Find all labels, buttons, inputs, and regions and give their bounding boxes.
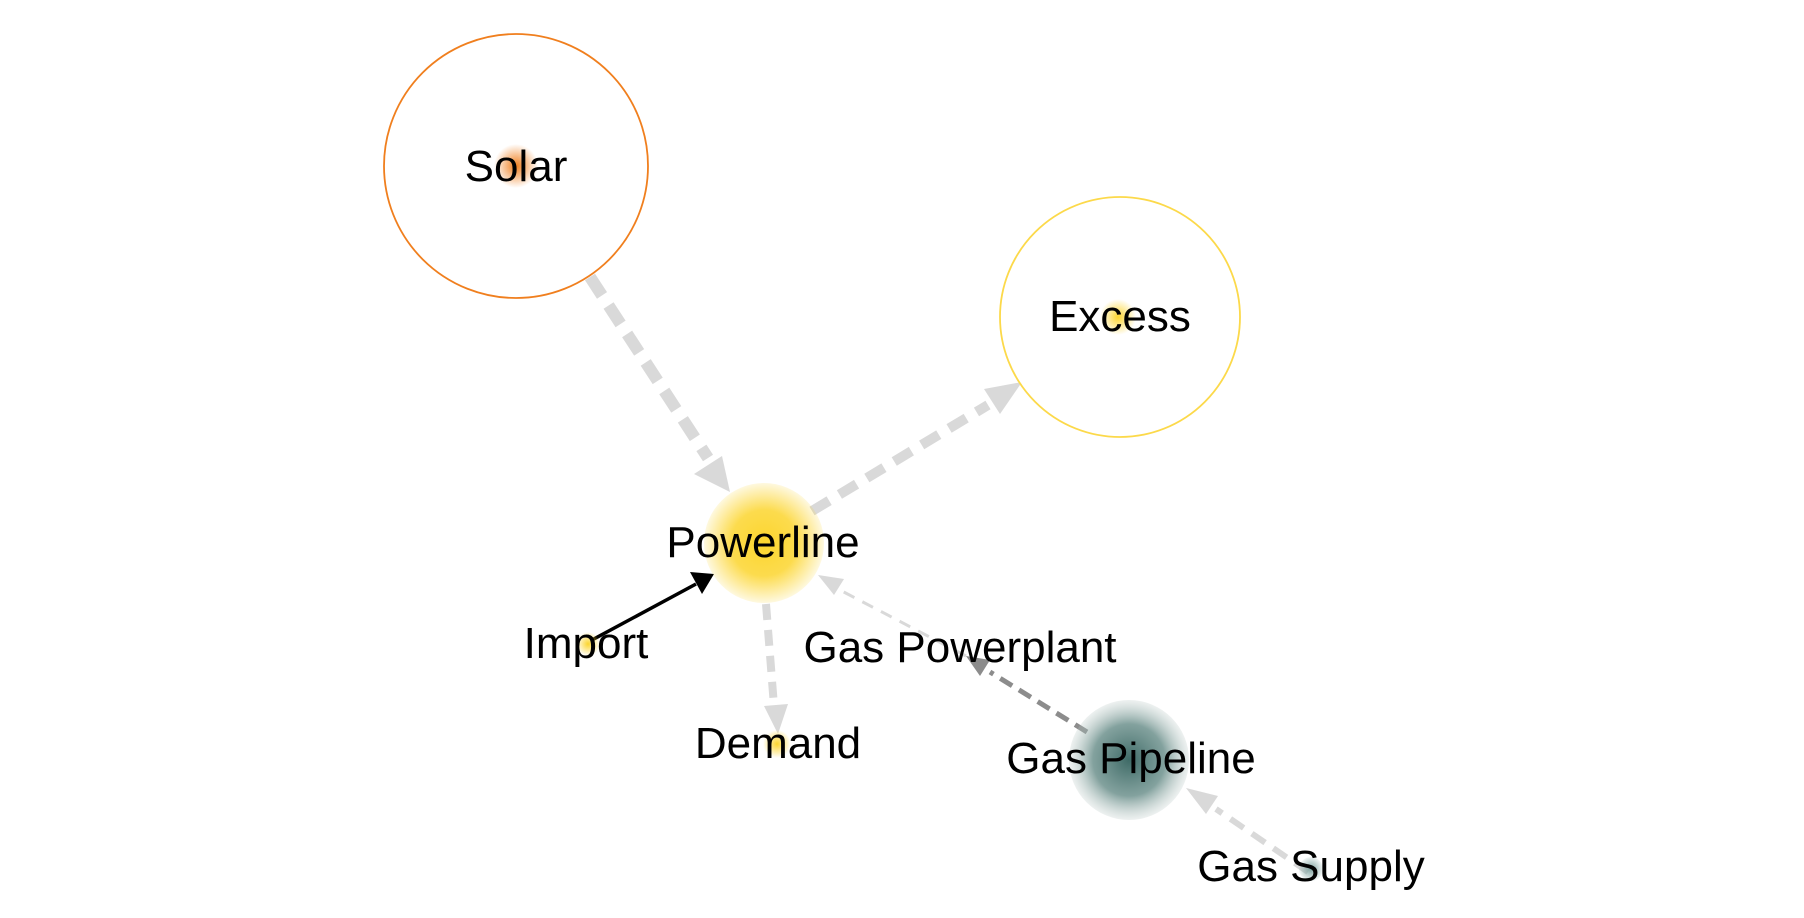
edges — [584, 273, 1310, 875]
demand-glow-dot — [763, 730, 791, 758]
gas-pipeline-glow-circle — [1069, 700, 1189, 820]
edge-powerline-to-excess — [809, 400, 991, 516]
solar-glow-dot — [494, 144, 538, 188]
edge-gaspowerplant-to-powerline — [837, 587, 967, 658]
arrowhead-powerline-to-excess — [984, 382, 1022, 414]
label-import: Import — [524, 619, 649, 668]
nodes — [383, 33, 1323, 881]
arrowhead-gassupply-to-gaspipeline — [1186, 788, 1218, 814]
gas-supply-glow-dot — [1299, 857, 1323, 881]
arrowhead-powerline-to-demand — [764, 704, 788, 734]
edge-gassupply-to-gaspipeline — [1214, 806, 1310, 875]
label-gas-supply: Gas Supply — [1197, 842, 1424, 891]
arrowhead-gaspowerplant-to-powerline — [818, 575, 844, 595]
edge-gaspipeline-to-gaspowerplant — [988, 669, 1089, 735]
powerline-glow-circle — [704, 483, 824, 603]
import-glow-dot — [576, 632, 600, 656]
edge-powerline-to-demand — [762, 603, 778, 707]
label-solar: Solar — [465, 142, 568, 191]
node-solar[interactable] — [383, 33, 649, 299]
node-import[interactable] — [576, 632, 600, 656]
label-gas-pipeline: Gas Pipeline — [1006, 734, 1255, 783]
label-gas-powerplant: Gas Powerplant — [803, 623, 1116, 672]
arrowhead-solar-to-powerline — [694, 456, 730, 492]
node-gas-pipeline[interactable] — [1069, 700, 1189, 820]
node-excess[interactable] — [999, 196, 1241, 438]
labels: Solar Excess Powerline Import Demand Gas… — [465, 142, 1425, 891]
node-powerline[interactable] — [704, 483, 824, 603]
excess-glow-dot — [1100, 299, 1136, 335]
label-demand: Demand — [695, 719, 861, 768]
node-gas-supply[interactable] — [1299, 857, 1323, 881]
edge-import-to-powerline — [591, 582, 697, 642]
label-powerline: Powerline — [666, 518, 859, 567]
label-excess: Excess — [1049, 292, 1191, 341]
node-demand[interactable] — [763, 730, 791, 758]
arrowhead-gaspipeline-to-gaspowerplant — [966, 656, 990, 676]
arrowhead-import-to-powerline — [690, 572, 714, 594]
edge-solar-to-powerline — [584, 273, 714, 462]
